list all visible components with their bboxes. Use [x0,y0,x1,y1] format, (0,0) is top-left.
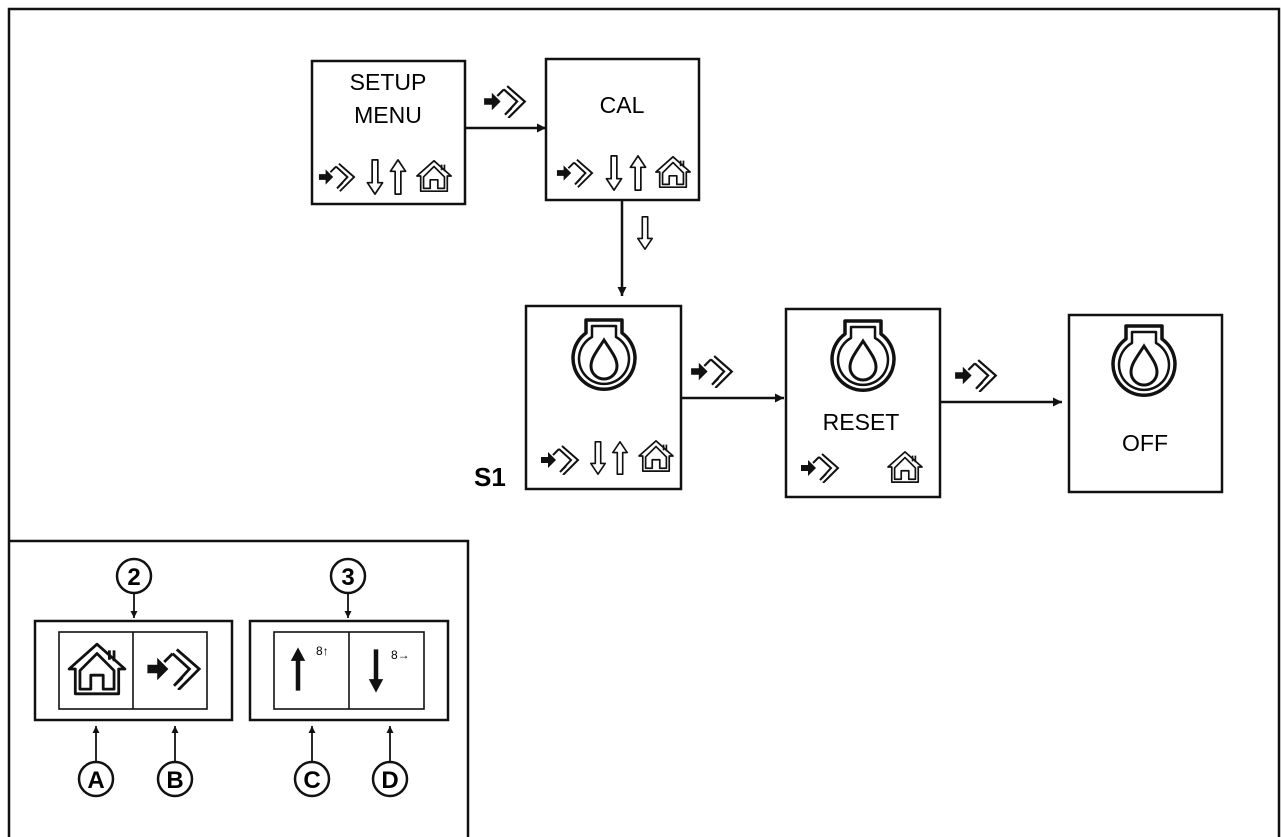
callout-c [293,760,331,798]
down-superscript: 8→ [391,648,410,662]
enter-icon [954,359,997,392]
s1-screen [524,304,683,491]
callout-a-label: A [87,767,104,794]
down-arrow-icon [636,215,654,251]
callout-d-label: D [381,767,398,794]
enter-icon [483,85,526,118]
callout-b-label: B [166,767,183,794]
callout-2-label: 2 [127,564,140,591]
setup-menu-screen: SETUP MENU [310,59,467,206]
outer-border [7,7,1281,837]
setup-label-line1: SETUP [350,69,427,95]
reset-screen: RESET [784,307,942,499]
callout-d [371,760,409,798]
button-legend-panel: 2 3 8↑ 8→ A B C D [9,539,470,837]
callout-b [156,760,194,798]
callout-c-label: C [303,767,320,794]
s1-label: S1 [474,462,506,492]
cal-screen: CAL [544,57,701,202]
setup-label-line2: MENU [354,102,422,128]
cal-label: CAL [600,92,645,118]
callout-a [77,760,115,798]
callout-3-label: 3 [341,564,354,591]
up-superscript: 8↑ [316,644,329,658]
off-screen: OFF [1067,313,1224,494]
reset-label: RESET [823,409,900,435]
enter-icon [690,355,733,388]
off-label: OFF [1122,430,1168,456]
